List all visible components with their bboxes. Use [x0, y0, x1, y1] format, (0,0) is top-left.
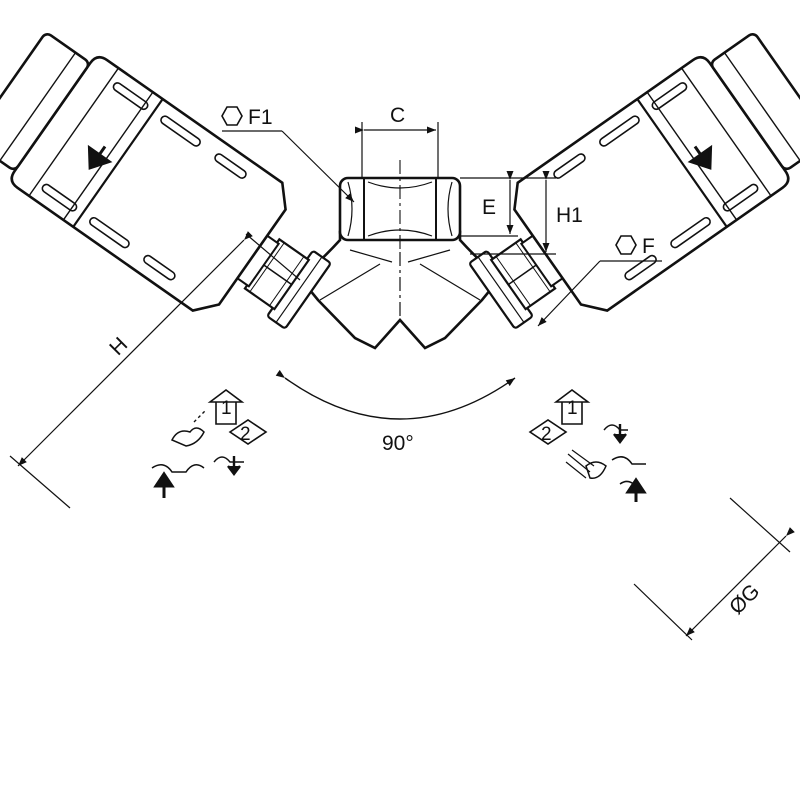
left-marking-2: 2 [240, 424, 251, 445]
dimension-e-h1: E H1 [460, 171, 583, 255]
top-hex-nut [338, 160, 462, 252]
right-quick-coupling [445, 20, 800, 362]
flow-direction-arrow-icon [603, 424, 647, 502]
left-quick-coupling [0, 20, 355, 362]
y-manifold-body [298, 230, 502, 350]
hexagon-icon [615, 235, 637, 255]
hexagon-icon [221, 106, 243, 126]
flow-direction-arrow-icon [151, 456, 244, 498]
callout-f-label: F [642, 235, 655, 258]
angle-dimension: 90° [275, 369, 516, 455]
right-marking-2: 2 [541, 424, 552, 445]
dimension-c: C [355, 104, 439, 178]
callout-f1: F1 [221, 106, 355, 203]
callout-f1-label: F1 [248, 106, 273, 129]
dimension-e-label: E [482, 196, 496, 219]
left-marking-1: 1 [221, 398, 232, 419]
dimension-h1-label: H1 [556, 204, 583, 227]
callout-f: F [537, 235, 662, 327]
dimension-g-label: ØG [725, 580, 764, 619]
right-marking-1: 1 [567, 398, 578, 419]
spray-icon [565, 449, 607, 479]
dimension-c-label: C [390, 104, 405, 127]
spray-icon [170, 409, 207, 447]
right-position-markings: 1 2 [528, 389, 647, 502]
left-position-markings: 1 2 [151, 389, 268, 498]
angle-label: 90° [382, 432, 414, 455]
dimension-g: ØG [633, 497, 795, 641]
